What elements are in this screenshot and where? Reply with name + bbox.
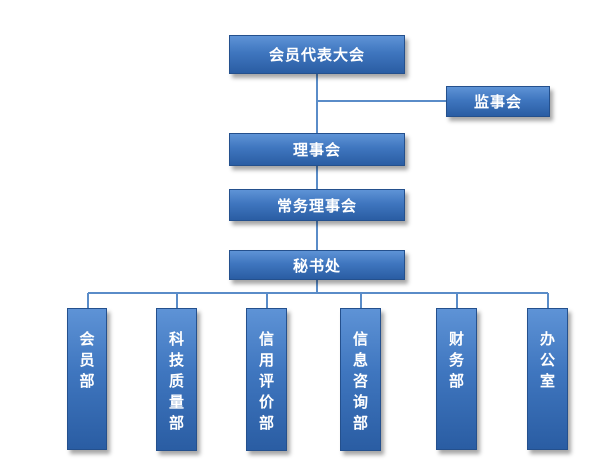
node-supervisory-board: 监事会 <box>446 86 550 117</box>
department-4: 信息咨询部 <box>340 308 381 451</box>
department-2: 科技质量部 <box>156 308 197 451</box>
department-1: 会员部 <box>67 308 107 450</box>
department-4-label: 信息咨询部 <box>353 330 369 432</box>
department-5: 财务部 <box>436 308 477 450</box>
department-2-label: 科技质量部 <box>169 330 185 432</box>
node-council: 理事会 <box>229 133 405 166</box>
department-3: 信用评价部 <box>246 308 287 451</box>
node-members-congress: 会员代表大会 <box>229 35 405 74</box>
department-6-label: 办公室 <box>540 330 556 390</box>
department-6: 办公室 <box>527 308 568 450</box>
node-standing-council: 常务理事会 <box>229 189 405 221</box>
node-secretariat: 秘书处 <box>229 250 405 280</box>
department-5-label: 财务部 <box>449 330 465 390</box>
department-3-label: 信用评价部 <box>259 330 275 432</box>
department-1-label: 会员部 <box>79 330 95 390</box>
